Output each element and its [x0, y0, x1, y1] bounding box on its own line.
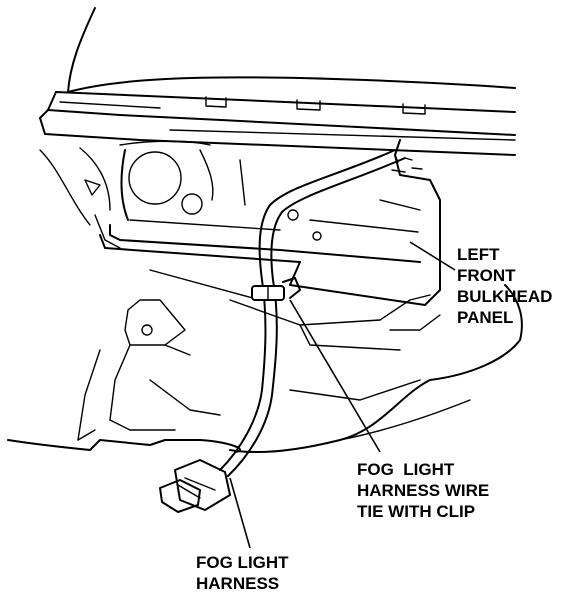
label-left-front-bulkhead-panel: LEFT FRONT BULKHEAD PANEL [457, 245, 553, 327]
wire-tie-clip [251, 277, 301, 301]
leader-lines [229, 241, 456, 549]
leader-bulkhead-panel [409, 241, 456, 271]
leader-fog-light-harness [229, 477, 251, 549]
fog-light-connector [159, 459, 231, 513]
bulkhead-panel [289, 139, 441, 306]
hood-panel [39, 7, 516, 156]
inner-structure [39, 140, 441, 441]
leader-wire-tie [289, 299, 381, 453]
label-fog-light-harness: FOG LIGHT HARNESS [196, 553, 289, 593]
fog-light-harness-wire [219, 149, 406, 477]
label-fog-light-harness-wire-tie: FOG LIGHT HARNESS WIRE TIE WITH CLIP [357, 460, 490, 521]
